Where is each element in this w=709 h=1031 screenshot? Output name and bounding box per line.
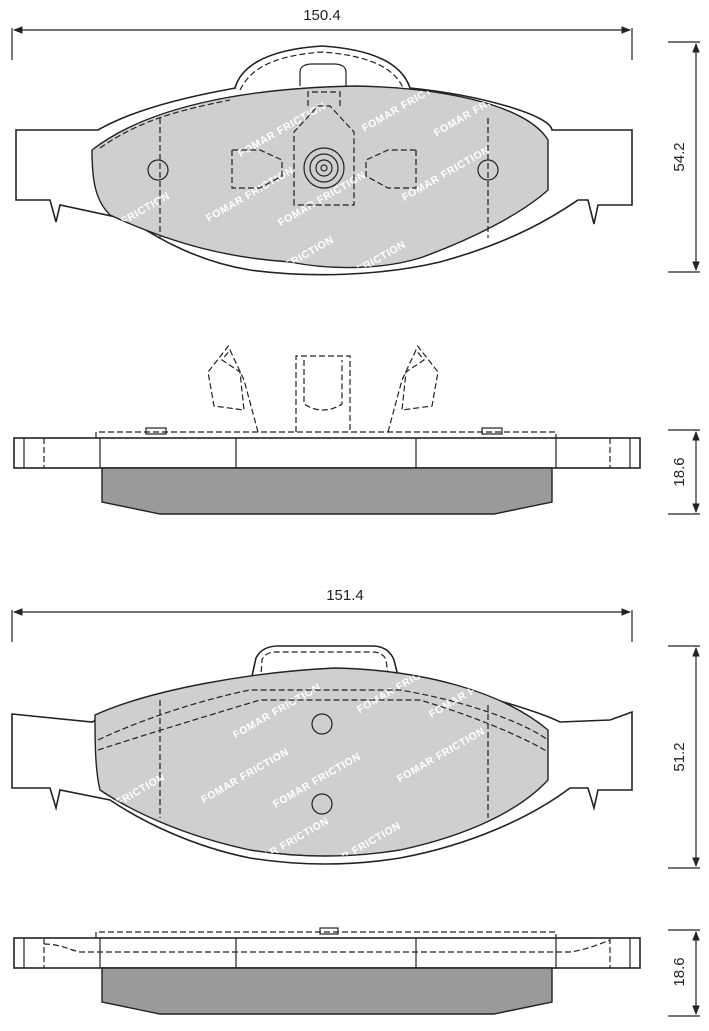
watermark-text: FOMAR FRICTION: [160, 328, 252, 388]
bottom-height-label: 51.2: [671, 742, 688, 771]
top-height-label: 54.2: [671, 142, 688, 171]
watermark-text: FOMAR FRICTION: [392, 10, 484, 70]
bottom-width-dimension: 151.4: [11, 587, 633, 642]
watermark-text: FOMAR FRICTION: [115, 841, 207, 901]
watermark-text: FOMAR FRICTION: [120, 259, 212, 319]
watermark-text: FOMAR FRICTION: [511, 566, 603, 626]
bottom-height-dimension: 51.2: [668, 645, 700, 869]
watermark-text: FOMAR FRICTION: [88, 324, 180, 384]
top-thickness-label: 18.6: [671, 457, 688, 486]
top-width-dimension: 150.4: [11, 7, 633, 60]
watermark-text: FOMAR FRICTION: [516, 0, 608, 45]
bottom-thickness-dimension: 18.6: [668, 929, 700, 1017]
bottom-pad-side-view: [13, 927, 641, 1015]
watermark-text: FOMAR FRICTION: [48, 255, 140, 315]
bottom-thickness-label: 18.6: [671, 957, 688, 986]
bottom-pad-front-view: FOMAR FRICTION FOMAR FRICTION FOMAR FRIC…: [11, 566, 633, 901]
top-pad-side-view: [13, 343, 641, 515]
top-thickness-dimension: 18.6: [668, 429, 700, 515]
bottom-width-label: 151.4: [326, 587, 364, 604]
top-width-label: 150.4: [303, 7, 341, 24]
top-pad-front-view: FOMAR FRICTION FOMAR FRICTION FOMAR FRIC…: [15, 0, 633, 388]
watermark-text: FOMAR FRICTION: [43, 836, 135, 896]
top-height-dimension: 54.2: [668, 41, 700, 273]
watermark-text: FOMAR FRICTION: [387, 591, 479, 651]
